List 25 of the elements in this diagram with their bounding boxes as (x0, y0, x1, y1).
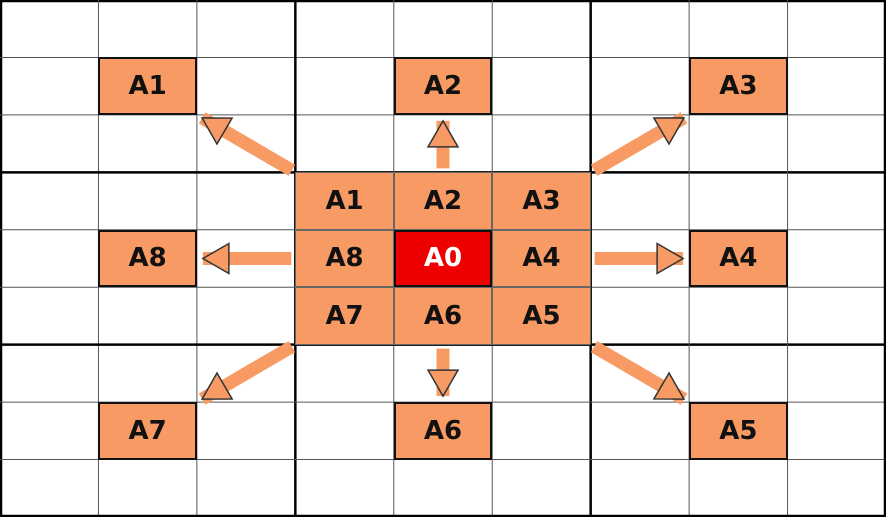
target-cell: A5 (689, 402, 788, 460)
target-cell: A8 (98, 230, 197, 288)
center-cell: A7 (295, 287, 394, 345)
arrow (427, 120, 459, 168)
arrow (427, 348, 459, 397)
arrow (594, 242, 684, 274)
arrow (590, 112, 688, 176)
target-cell: A7 (98, 402, 197, 460)
center-cell: A3 (492, 172, 591, 230)
target-cell: A3 (689, 57, 788, 115)
center-cell: A5 (492, 287, 591, 345)
center-cell: A4 (492, 230, 591, 288)
center-cell: A8 (295, 230, 394, 288)
key-cell: A0 (394, 230, 492, 288)
arrow (202, 242, 292, 274)
target-cell: A4 (689, 230, 788, 288)
arrow (198, 112, 296, 176)
center-cell: A1 (295, 172, 394, 230)
arrow (590, 341, 688, 405)
target-cell: A2 (394, 57, 492, 115)
target-cell: A1 (98, 57, 197, 115)
target-cell: A6 (394, 402, 492, 460)
center-cell: A6 (394, 287, 492, 345)
arrow (198, 341, 296, 405)
center-cell: A2 (394, 172, 492, 230)
